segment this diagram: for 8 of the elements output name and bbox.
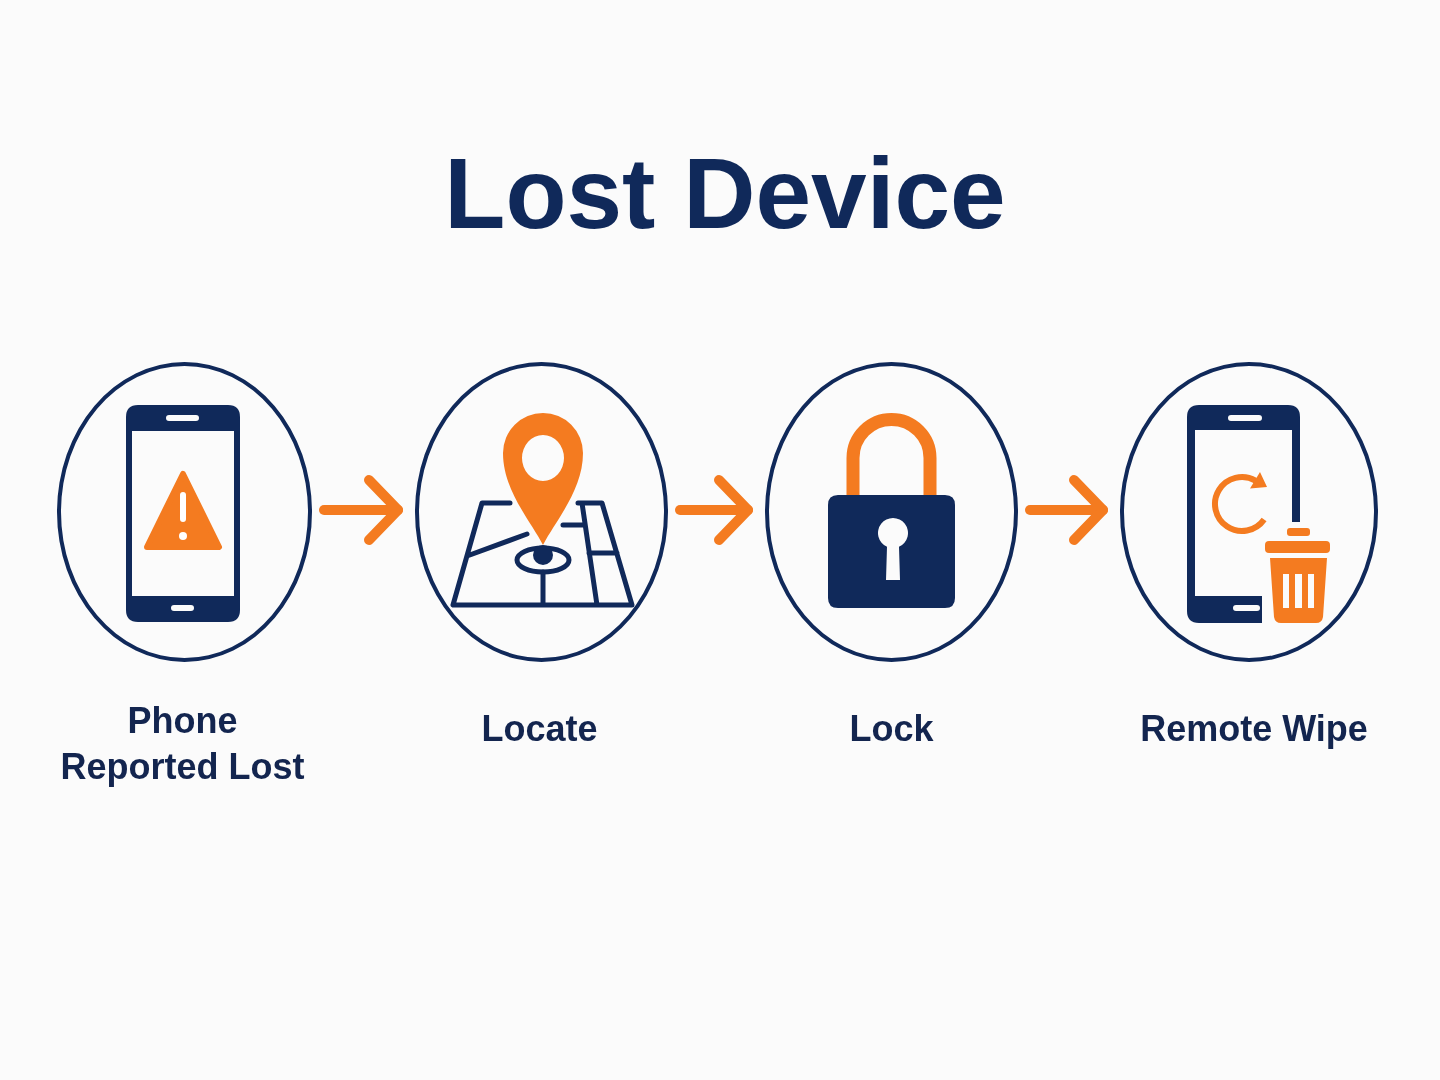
- arrow: [675, 475, 753, 545]
- step-label: Phone Reported Lost: [59, 698, 306, 789]
- step-label: Lock: [849, 707, 934, 751]
- step-label: Locate: [481, 707, 598, 751]
- diagram-title: Lost Device: [444, 143, 1006, 243]
- arrow: [319, 475, 403, 545]
- arrow: [1025, 475, 1108, 545]
- step-label: Remote Wipe: [1140, 707, 1368, 751]
